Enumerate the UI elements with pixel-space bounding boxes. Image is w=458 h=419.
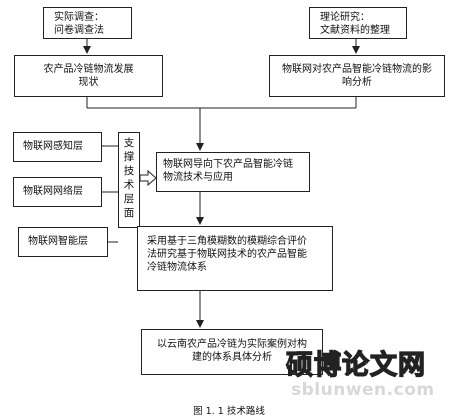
status-quo-line1: 农产品冷链物流发展 bbox=[43, 64, 134, 75]
smart-layer-box: 物联网智能层 bbox=[18, 227, 108, 257]
iot-oriented-line2: 物流技术与应用 bbox=[163, 172, 233, 183]
status-quo-box: 农产品冷链物流发展 现状 bbox=[14, 55, 163, 97]
field-survey-line2: 问卷调查法 bbox=[54, 25, 104, 36]
perception-layer-label: 物联网感知层 bbox=[23, 141, 83, 152]
iot-oriented-box: 物联网导向下农产品智能冷链 物流技术与应用 bbox=[156, 152, 310, 192]
field-survey-line1: 实际调查： bbox=[54, 12, 104, 23]
evaluation-box: 采用基于三角模糊数的模糊综合评价 法研究基于物联网技术的农产品智能 冷链物流体系 bbox=[137, 226, 333, 291]
watermark-url: sblunwen.com bbox=[291, 380, 435, 400]
iot-oriented-line1: 物联网导向下农产品智能冷链 bbox=[163, 159, 293, 170]
network-layer-box: 物联网网络层 bbox=[13, 177, 102, 207]
smart-layer-label: 物联网智能层 bbox=[28, 236, 88, 247]
theory-research-box: 理论研究： 文献资料的整理 bbox=[309, 7, 407, 39]
iot-impact-box: 物联网对农产品智能冷链物流的影 响分析 bbox=[269, 55, 445, 97]
theory-research-line2: 文献资料的整理 bbox=[320, 25, 390, 36]
case-study-line1: 以云南农产品冷链为实际案例对构 bbox=[157, 339, 307, 350]
support-tech-box: 支撑技术层面 bbox=[118, 132, 140, 228]
iot-impact-line2: 响分析 bbox=[342, 77, 372, 88]
evaluation-line1: 采用基于三角模糊数的模糊综合评价 bbox=[147, 236, 307, 247]
evaluation-line2: 法研究基于物联网技术的农产品智能 bbox=[147, 249, 307, 260]
field-survey-box: 实际调查： 问卷调查法 bbox=[43, 7, 132, 39]
watermark-logo-text: 硕博论文网 bbox=[285, 349, 426, 381]
theory-research-line1: 理论研究： bbox=[320, 12, 370, 23]
network-layer-label: 物联网网络层 bbox=[23, 186, 83, 197]
support-tech-label: 支撑技术层面 bbox=[123, 137, 135, 219]
status-quo-line2: 现状 bbox=[78, 77, 99, 88]
figure-caption: 图 1. 1 技术路线 bbox=[193, 406, 265, 417]
evaluation-line3: 冷链物流体系 bbox=[147, 262, 207, 273]
iot-impact-line1: 物联网对农产品智能冷链物流的影 bbox=[282, 64, 432, 75]
perception-layer-box: 物联网感知层 bbox=[13, 132, 102, 162]
block-arrow-support-to-iot bbox=[139, 169, 157, 187]
case-study-box: 以云南农产品冷链为实际案例对构 建的体系具体分析 bbox=[141, 329, 323, 375]
case-study-line2: 建的体系具体分析 bbox=[192, 352, 272, 363]
